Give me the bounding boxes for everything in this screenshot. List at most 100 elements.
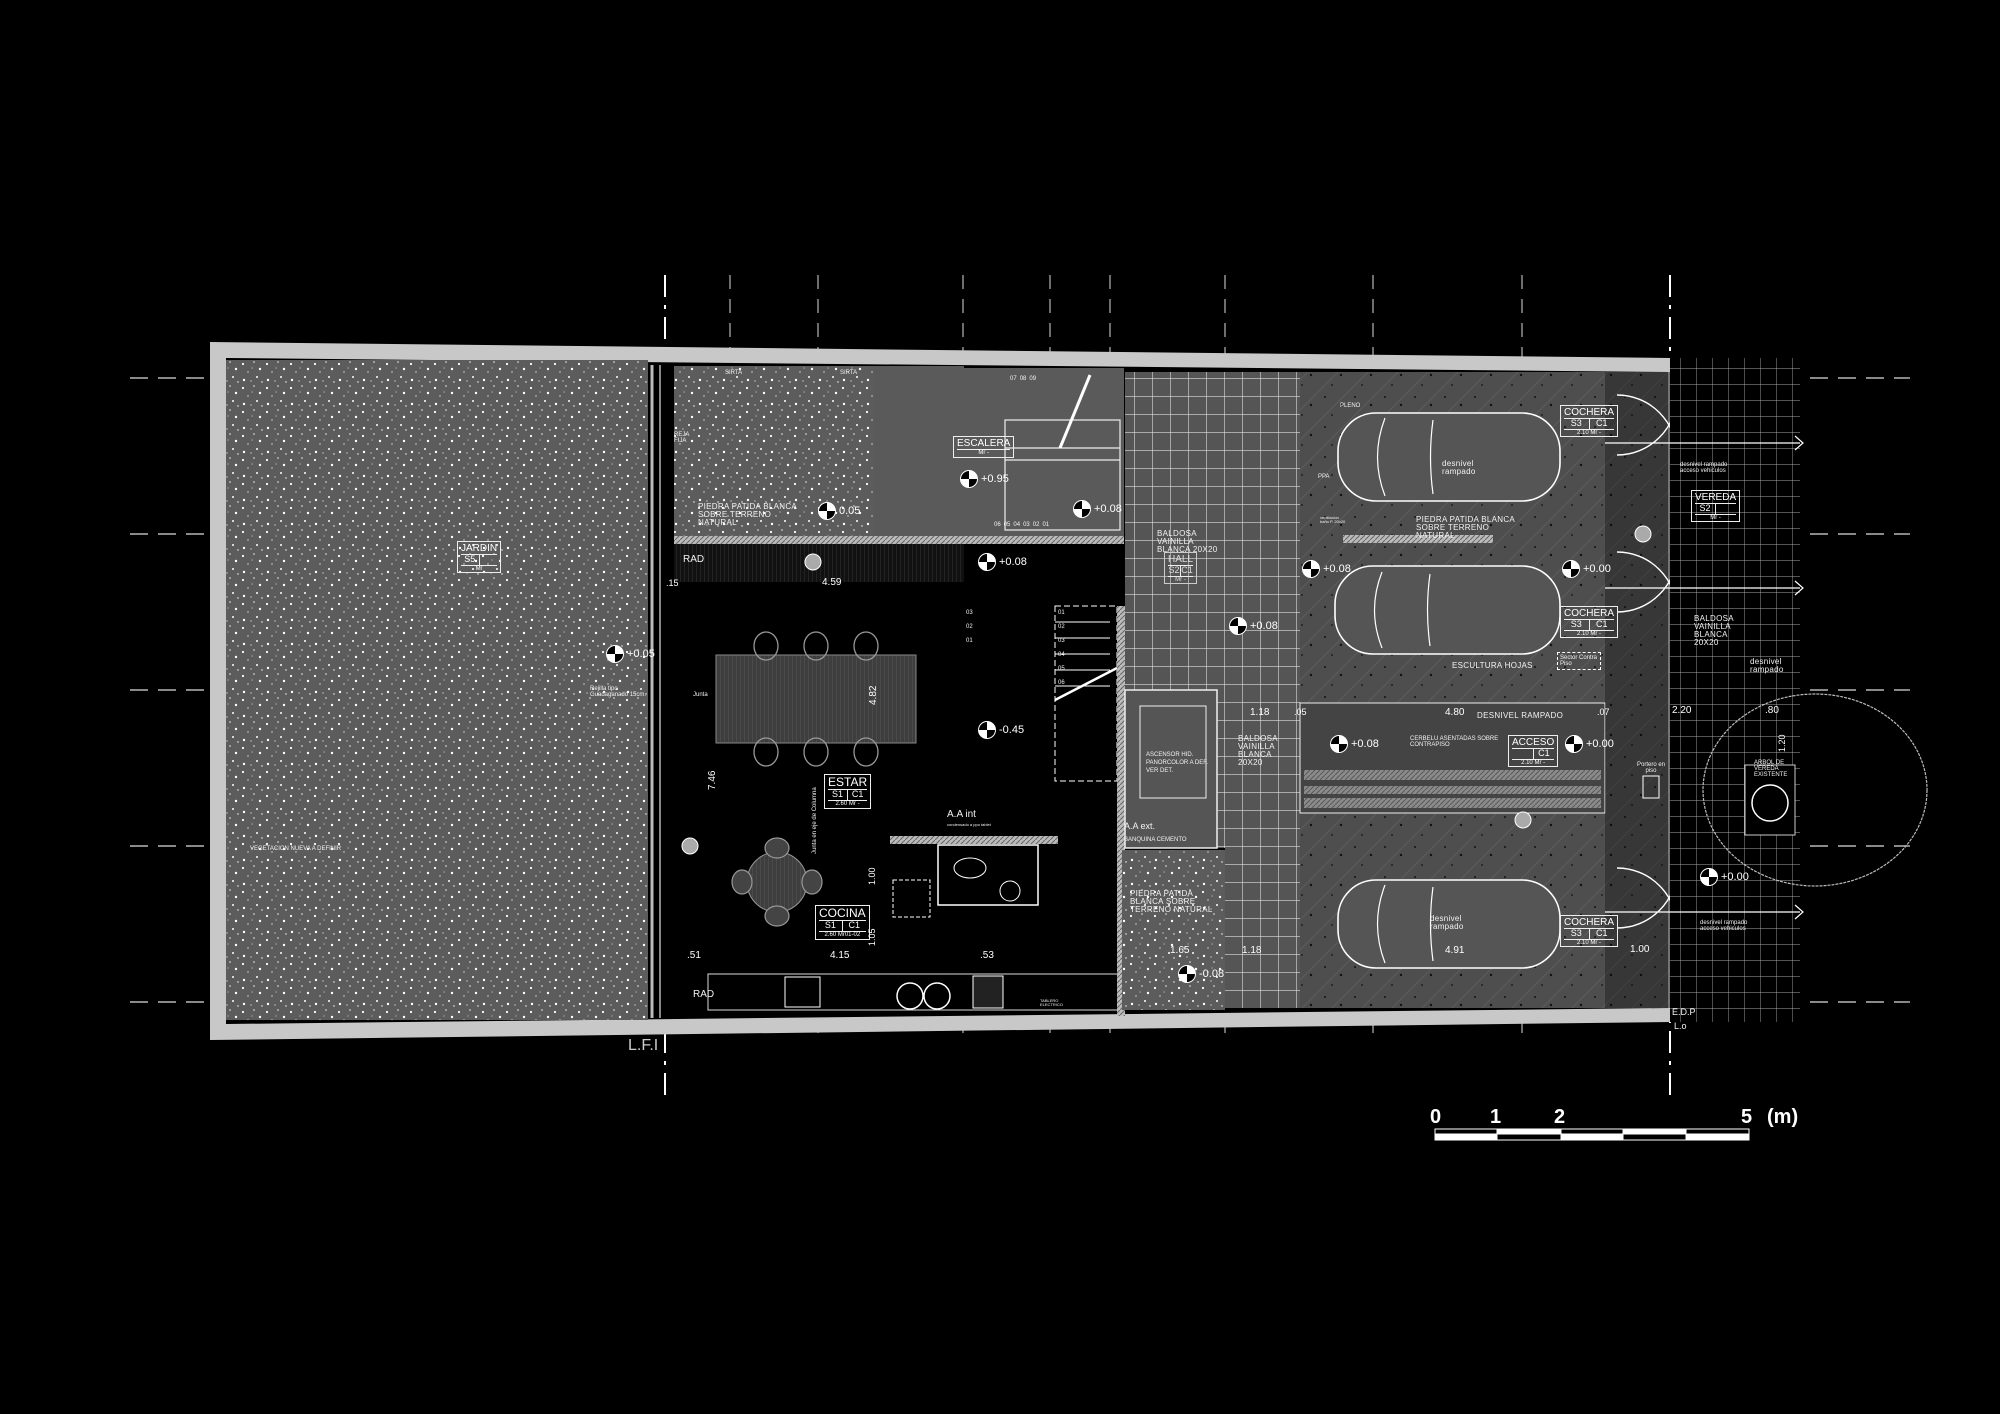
dim-cocina-width: 4.15 [830, 950, 850, 961]
dim-bath-w: 1.00 [867, 867, 877, 885]
note-baldosa-hall2: BALDOSA VAINILLA BLANCA 20X20 [1238, 734, 1278, 767]
tree-icon [1702, 693, 1928, 887]
level-icon [606, 645, 624, 663]
label-aa-ext: A.A ext. [1124, 821, 1156, 831]
level-marker-escalera-landing: +0.08 [1073, 500, 1122, 518]
room-tag-acceso: ACCESO C1 2.10 Mr - [1508, 735, 1559, 768]
label-escultura: ESCULTURA HOJAS [1452, 661, 1533, 670]
label-aa-int-sub: condensado a ppo tablet [947, 822, 991, 827]
access-ramp [1299, 702, 1606, 814]
level-icon [1302, 560, 1320, 578]
jardin-area [226, 360, 648, 1020]
label-desnivel-rampado: DESNIVEL RAMPADO [1477, 711, 1564, 720]
level-marker-estar-top: +0.08 [978, 553, 1027, 571]
room-tag-escalera: ESCALERA Mr - [953, 436, 1015, 458]
level-icon [978, 553, 996, 571]
label-ascensor: ASCENSOR HID. PANORCOLOR A DEF. VER DET. [1146, 752, 1208, 774]
level-icon [1178, 965, 1196, 983]
level-icon [818, 502, 836, 520]
label-desnivel-vereda: desnivel rampado [1750, 657, 1784, 674]
level-marker-cochera-left: +0.08 [1302, 560, 1351, 578]
level-icon [1565, 735, 1583, 753]
label-banquina: BANQUINA CEMENTO [1124, 837, 1187, 843]
level-marker-hall-1: +0.08 [1229, 617, 1278, 635]
round-table [746, 851, 808, 913]
level-marker-acceso-right: +0.00 [1565, 735, 1614, 753]
note-piedra-patio: PIEDRA PATIDA BLANCA SOBRE TERRENO NATUR… [698, 502, 797, 527]
scale-label-0: 0 [1430, 1106, 1442, 1128]
level-icon [1229, 617, 1247, 635]
dim-vereda-80: .80 [1765, 705, 1779, 716]
note-reja-fija: REJA FIJA [674, 432, 690, 444]
label-desnivel-car-3: desnivel rampado [1430, 914, 1464, 931]
dim-vereda-220: 2.20 [1672, 705, 1692, 716]
level-icon [1700, 868, 1718, 886]
dim-bath-53: .53 [980, 950, 994, 961]
level-marker-vereda: +0.00 [1700, 868, 1749, 886]
dim-front-118: 1.18 [1242, 945, 1262, 956]
level-marker-patio-front: -0.08 [1178, 965, 1224, 983]
label-aa-int: A.A int [947, 809, 976, 820]
car-icon [1334, 412, 1561, 969]
level-icon [1073, 500, 1091, 518]
label-sector-contra-piso: Sector Contra Piso [1557, 652, 1601, 670]
label-ventilacion: ventilacion baño P. 20x20 [1320, 515, 1346, 524]
dim-estar-width: 4.59 [822, 577, 842, 588]
scale-label-5: 5 [1741, 1106, 1753, 1128]
level-icon [1562, 560, 1580, 578]
level-icon [1330, 735, 1348, 753]
scale-label-2: 2 [1554, 1106, 1566, 1128]
room-tag-vereda: VEREDA S2 Mr - [1691, 490, 1741, 523]
dim-total-depth: 7.46 [707, 770, 718, 790]
sidewalk [1670, 358, 1800, 1022]
dim-car-491: 4.91 [1445, 945, 1465, 956]
dim-wall-15: .15 [666, 578, 679, 588]
label-lo: L.o [1674, 1021, 1687, 1031]
level-marker-jardin: +0.05 [606, 645, 655, 663]
label-ppa: PPA [1318, 474, 1330, 480]
level-marker-patio: 0.05 [818, 502, 860, 520]
dim-bath-h: 1.05 [867, 928, 877, 946]
scale-bar [1434, 1128, 1750, 1141]
label-junta-columna: Junta en eje de Columna [812, 787, 818, 854]
label-pleno: PLENO [1340, 403, 1361, 409]
label-edp: E.D.P [1672, 1007, 1696, 1017]
dim-acceso-480: 4.80 [1445, 707, 1465, 718]
label-lfi: L.F.I [628, 1037, 659, 1054]
label-desnivel-vehiculos-top: desnivel rampado acceso vehiculos [1680, 462, 1728, 474]
label-junta: Junta [693, 692, 708, 698]
dim-estar-depth: 4.82 [868, 685, 879, 705]
label-cerbelu: CERBELU ASENTADAS SOBRE CONTRAPISO [1410, 736, 1499, 748]
dim-hall-05: .05 [1294, 707, 1307, 717]
dim-vereda-100: 1.00 [1630, 944, 1650, 955]
dining-table [715, 654, 917, 744]
label-desnivel-vehiculos-bottom: desnivel rampado acceso vehiculos [1700, 920, 1748, 932]
level-icon [960, 470, 978, 488]
dim-front-165: 1.65 [1170, 945, 1190, 956]
level-marker-cochera-right: +0.00 [1562, 560, 1611, 578]
level-marker-acceso-left: +0.08 [1330, 735, 1379, 753]
label-rad-top: RAD [683, 554, 705, 565]
label-tablero: TABLERO ELECTRICO [1040, 998, 1063, 1007]
room-tag-jardin: JARDIN S5 Mr [457, 541, 502, 574]
dim-acceso-07: .07 [1597, 707, 1610, 717]
label-sirta-2: SIRTA [840, 370, 858, 376]
label-desnivel-car-1: desnivel rampado [1442, 459, 1476, 476]
note-piedra-front: PIEDRA PATIDA BLANCA SOBRE TERRENO NATUR… [1130, 889, 1213, 914]
note-baldosa-vereda: BALDOSA VAINILLA BLANCA 20X20 [1694, 614, 1734, 647]
label-arbol: ARBOL DE VEREDA EXISTENTE [1754, 760, 1788, 778]
scale-unit: (m) [1767, 1106, 1799, 1128]
label-portero: Portero en piso [1636, 762, 1666, 774]
label-vegetacion: VEGETACION NUEVA A DEFINIR [250, 846, 342, 852]
dim-left-gap: .51 [687, 950, 701, 961]
dim-hall-118: 1.18 [1250, 707, 1270, 718]
label-rejilla: Rejilla tipo Guadaganado 15cm. [590, 686, 647, 698]
label-rad-bottom: RAD [693, 989, 715, 1000]
